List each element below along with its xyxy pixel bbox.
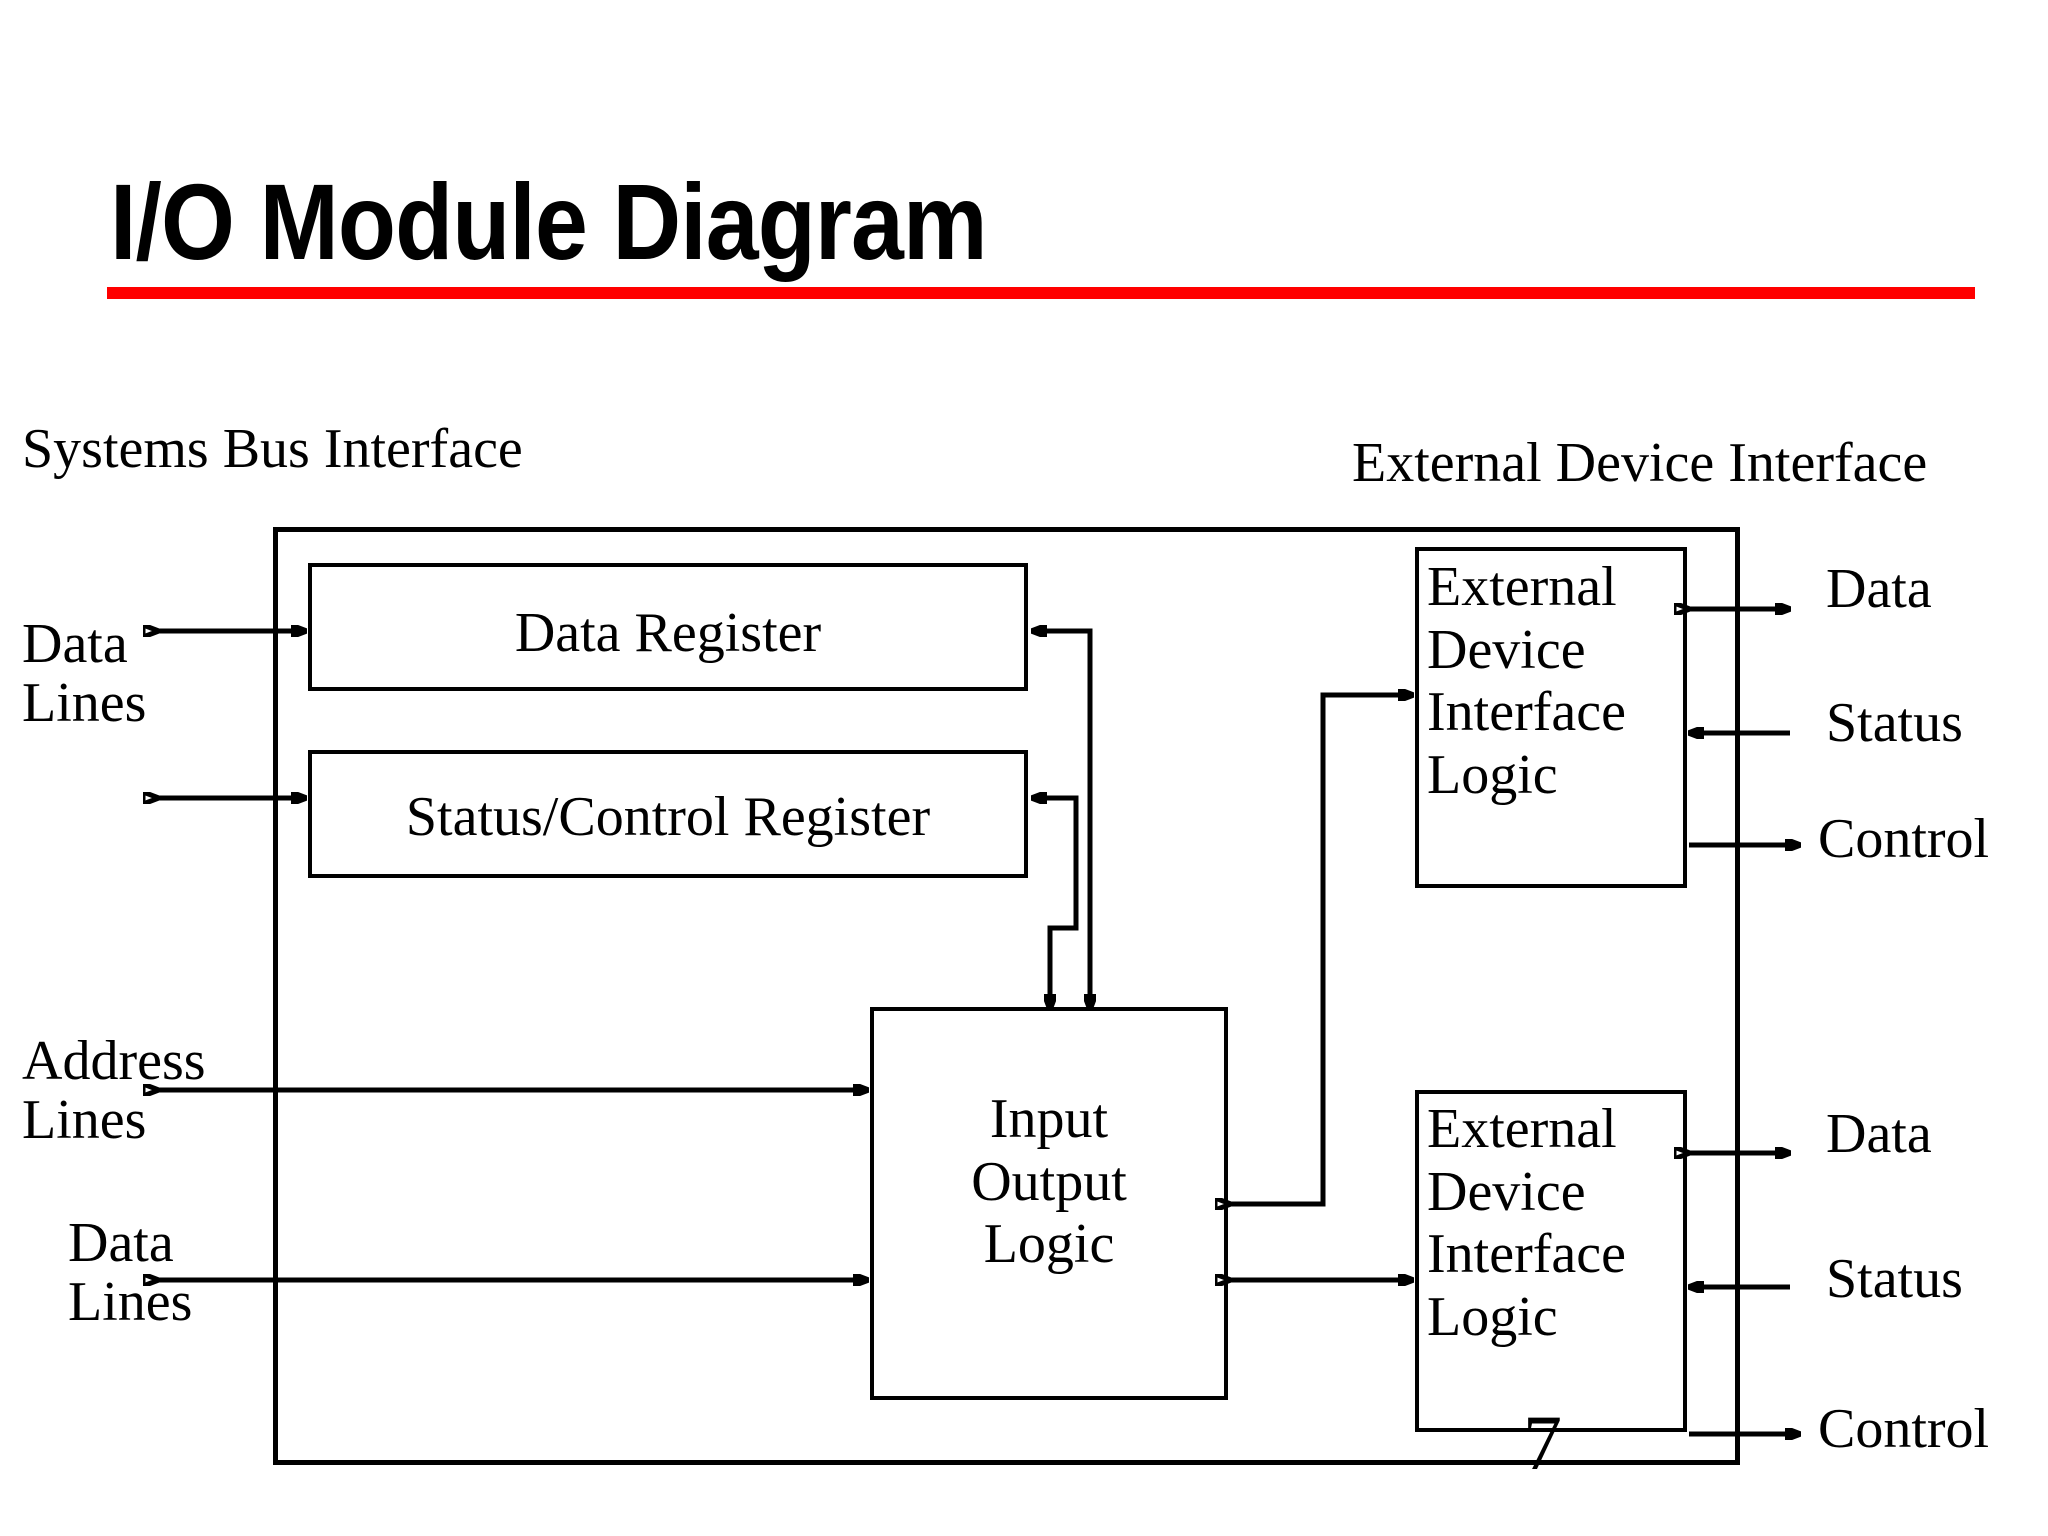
ext-top-signal-status: Status	[1826, 692, 1963, 754]
external-device-interface-logic-bottom-label: External Device Interface Logic	[1427, 1098, 1626, 1349]
external-device-interface-heading: External Device Interface	[1352, 432, 1928, 494]
status-control-register-label: Status/Control Register	[405, 786, 931, 848]
data-register-box[interactable]	[308, 563, 1028, 691]
io-module-boundary	[273, 527, 1740, 1465]
systems-bus-interface-heading: Systems Bus Interface	[22, 418, 523, 480]
ext-bottom-signal-data: Data	[1826, 1103, 1932, 1165]
external-device-interface-logic-top-label: External Device Interface Logic	[1427, 556, 1626, 807]
input-output-logic-label: Input Output Logic	[971, 1088, 1127, 1276]
data-register-label: Data Register	[514, 602, 822, 664]
status-control-register-box[interactable]	[308, 750, 1028, 878]
bus-label-address-lines: Address Lines	[22, 1030, 206, 1152]
ext-top-signal-data: Data	[1826, 558, 1932, 620]
bus-label-data-lines-bottom: Data Lines	[68, 1212, 193, 1334]
bus-label-data-lines-top: Data Lines	[22, 613, 147, 735]
page-title: I/O Module Diagram	[110, 161, 987, 282]
external-device-interface-logic-bottom-box[interactable]	[1415, 1090, 1687, 1432]
ext-bottom-signal-control: Control	[1818, 1398, 1990, 1460]
page-number: 7	[1523, 1399, 1562, 1486]
external-device-interface-logic-top-box[interactable]	[1415, 547, 1687, 888]
ext-top-signal-control: Control	[1818, 808, 1990, 870]
title-underline-rule	[107, 287, 1975, 299]
ext-bottom-signal-status: Status	[1826, 1248, 1963, 1310]
